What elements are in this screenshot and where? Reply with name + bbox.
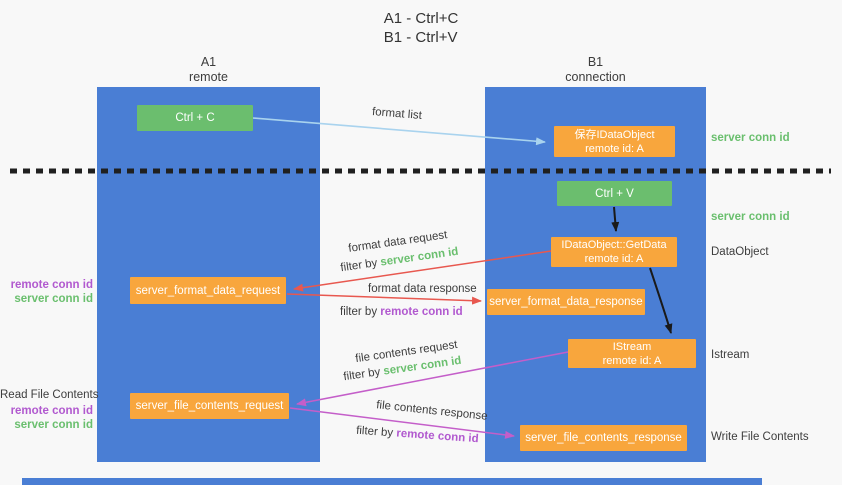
lifeline-a1-name: A1: [200, 55, 217, 69]
label-dataobject: DataObject: [711, 246, 769, 258]
node-save-dataobject: 保存IDataObject remote id: A: [554, 126, 675, 157]
server-conn-id-text: server conn id: [379, 245, 460, 269]
node-getdata-line1: IDataObject::GetData: [561, 239, 667, 251]
node-ctrl-v-label: Ctrl + V: [595, 187, 634, 200]
lifeline-a1-role: remote: [189, 70, 228, 84]
node-server-file-contents-request: server_file_contents_request: [130, 393, 289, 419]
label-read-file-contents: Read File Contents: [0, 389, 99, 401]
label-server-conn-id-left-bottom: server conn id: [14, 419, 93, 431]
label-format-list: format list: [371, 106, 423, 122]
label-write-file-contents: Write File Contents: [711, 431, 809, 443]
node-save-dataobject-line2: remote id: A: [585, 142, 644, 155]
node-istream-line2: remote id: A: [602, 354, 662, 367]
label-remote-conn-id-bottom: remote conn id: [10, 405, 93, 417]
node-server-format-data-response: server_format_data_response: [487, 289, 645, 315]
node-server-file-contents-response-label: server_file_contents_response: [525, 432, 682, 444]
lifeline-b1-role: connection: [565, 70, 626, 84]
label-server-conn-id-left-mid: server conn id: [14, 293, 93, 305]
remote-conn-id-text: remote conn id: [380, 306, 463, 318]
label-file-contents-response-filter: filter by remote conn id: [356, 425, 479, 446]
lifeline-b1-name: B1: [587, 55, 604, 69]
label-format-data-response: format data response: [368, 283, 477, 295]
filter-by-text: filter by: [355, 424, 394, 440]
node-ctrl-v: Ctrl + V: [557, 181, 672, 206]
bottom-window-strip: [22, 478, 762, 485]
node-istream: IStream remote id: A: [568, 339, 696, 368]
remote-conn-id-text: remote conn id: [395, 427, 479, 446]
label-istream: Istream: [711, 349, 750, 361]
node-ctrl-c-label: Ctrl + C: [175, 112, 215, 124]
title-line-2: B1 - Ctrl+V: [383, 29, 458, 46]
node-server-file-contents-request-label: server_file_contents_request: [135, 400, 284, 412]
label-server-conn-id-mid: server conn id: [711, 211, 790, 223]
label-server-conn-id-top: server conn id: [711, 132, 790, 144]
label-file-contents-response: file contents response: [375, 399, 489, 423]
node-getdata: IDataObject::GetData remote id: A: [551, 237, 677, 267]
node-server-format-data-request: server_format_data_request: [130, 277, 286, 304]
title-line-1: A1 - Ctrl+C: [383, 10, 459, 27]
filter-by-text: filter by: [340, 306, 378, 318]
diagram-title: A1 - Ctrl+C B1 - Ctrl+V: [0, 9, 842, 47]
node-server-file-contents-response: server_file_contents_response: [520, 425, 687, 451]
node-server-format-data-response-label: server_format_data_response: [489, 296, 643, 308]
filter-by-text: filter by: [339, 257, 379, 275]
label-format-data-response-filter: filter by remote conn id: [340, 306, 463, 318]
lifeline-header-a1: A1 remote: [97, 55, 320, 85]
node-getdata-line2: remote id: A: [584, 253, 644, 265]
filter-by-text: filter by: [342, 366, 382, 384]
lifeline-header-b1: B1 connection: [485, 55, 706, 85]
node-save-dataobject-line1: 保存IDataObject: [574, 128, 655, 141]
node-server-format-data-request-label: server_format_data_request: [135, 284, 281, 297]
node-ctrl-c: Ctrl + C: [137, 105, 253, 131]
node-istream-line1: IStream: [612, 340, 652, 353]
label-remote-conn-id-mid: remote conn id: [10, 279, 93, 291]
